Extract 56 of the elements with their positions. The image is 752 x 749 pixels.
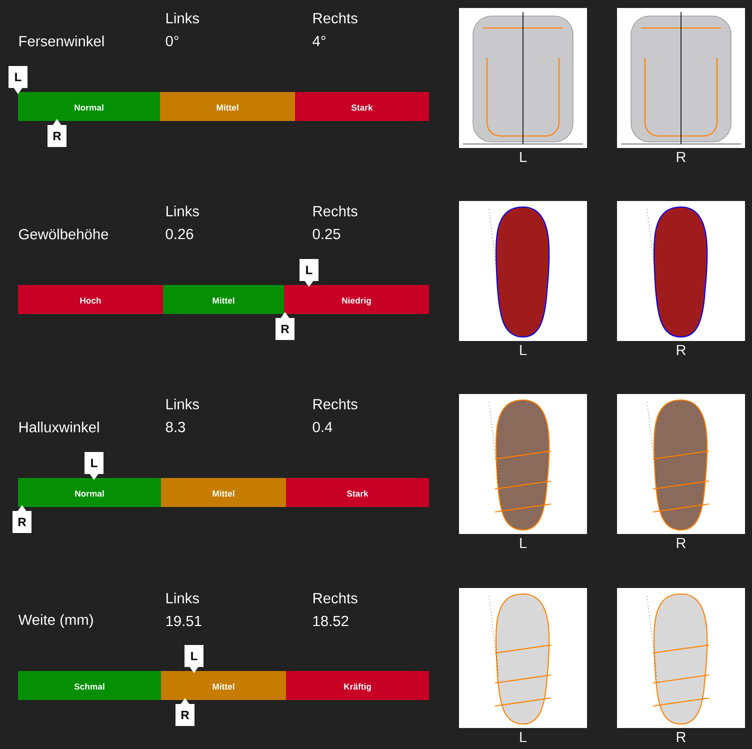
scale-segment: Normal bbox=[18, 92, 160, 121]
scale-segment: Mittel bbox=[161, 478, 286, 507]
marker-pin: R bbox=[12, 505, 32, 533]
picture-caption: R bbox=[676, 732, 686, 742]
measure-value: 18.52 bbox=[313, 616, 348, 626]
picture-caption: R bbox=[676, 344, 686, 356]
picture-caption: L bbox=[520, 344, 527, 356]
picture-caption: L bbox=[520, 732, 527, 742]
measure-name: Weite (mm) bbox=[18, 614, 93, 628]
column-heading: Links bbox=[166, 12, 199, 24]
marker-pin: L bbox=[300, 259, 318, 287]
foot-scan-picture bbox=[617, 394, 745, 534]
scale-segment: Kräftig bbox=[286, 671, 429, 700]
measure-value: 0.4 bbox=[312, 422, 332, 432]
measure-name: Halluxwinkel bbox=[19, 422, 99, 432]
column-heading: Links bbox=[166, 398, 199, 410]
picture-caption: R bbox=[676, 538, 686, 548]
marker-pin: L bbox=[184, 645, 204, 673]
scale-segment: Normal bbox=[18, 478, 161, 507]
marker-pin: L bbox=[8, 66, 28, 94]
column-heading: Rechts bbox=[313, 12, 358, 24]
measure-value: 8.3 bbox=[166, 422, 185, 432]
scale-segment: Mittel bbox=[161, 671, 286, 700]
marker-pin: R bbox=[176, 698, 194, 726]
measure-name: Gewölbehöhe bbox=[19, 228, 108, 240]
scale-segment: Stark bbox=[286, 478, 429, 507]
column-heading: Rechts bbox=[313, 592, 358, 604]
picture-caption: L bbox=[520, 538, 527, 548]
scale-segment: Stark bbox=[295, 92, 429, 121]
scale-segment: Mittel bbox=[160, 92, 295, 121]
measure-value: 0° bbox=[166, 36, 178, 46]
foot-scan-picture bbox=[459, 201, 587, 341]
marker-pin: R bbox=[48, 119, 66, 147]
foot-scan-picture bbox=[617, 8, 745, 148]
column-heading: Rechts bbox=[313, 398, 358, 410]
foot-scan-picture bbox=[459, 394, 587, 534]
picture-caption: R bbox=[676, 152, 686, 162]
measure-name: Fersenwinkel bbox=[19, 36, 104, 46]
scale-segment: Hoch bbox=[18, 285, 163, 314]
measure-value: 19.51 bbox=[166, 616, 202, 626]
foot-scan-picture bbox=[459, 588, 587, 728]
foot-scan-picture bbox=[617, 201, 745, 341]
scale-segment: Schmal bbox=[18, 671, 161, 700]
scale-segment: Mittel bbox=[163, 285, 284, 314]
foot-scan-picture bbox=[459, 8, 587, 148]
column-heading: Rechts bbox=[313, 206, 358, 216]
marker-pin: R bbox=[276, 312, 294, 340]
foot-scan-picture bbox=[617, 588, 745, 728]
picture-caption: L bbox=[520, 152, 527, 162]
marker-pin: L bbox=[84, 452, 104, 480]
column-heading: Links bbox=[166, 206, 199, 216]
scale-segment: Niedrig bbox=[284, 285, 429, 314]
measure-value: 4° bbox=[312, 36, 326, 46]
measure-value: 0.25 bbox=[312, 228, 340, 240]
measure-value: 0.26 bbox=[166, 228, 194, 240]
column-heading: Links bbox=[166, 592, 199, 604]
